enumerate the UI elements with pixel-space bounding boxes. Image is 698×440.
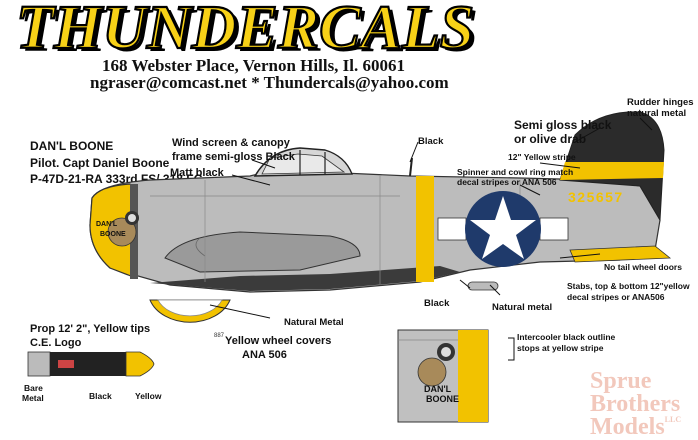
tail-serial: 325657	[568, 189, 624, 205]
belly-black	[150, 266, 460, 291]
callout-windscreen-1: Wind screen & canopy	[172, 137, 290, 149]
insignia-bar-left	[437, 217, 467, 241]
callout-semi-gloss-1: Semi gloss black	[514, 118, 612, 132]
callout-stabs-2: decal stripes or ANA506	[567, 292, 665, 302]
callout-spinner-2: decal stripes or ANA 506	[457, 177, 557, 187]
prop-bare-1: Bare	[24, 383, 43, 393]
watermark-line1: Sprue	[590, 368, 652, 394]
address-text: 168 Webster Place, Vernon Hills, Il. 600…	[102, 56, 406, 75]
fuselage-yellow-stripe	[416, 176, 434, 282]
callout-prop-1: Prop 12' 2", Yellow tips	[30, 323, 151, 335]
insignia-star	[470, 196, 536, 259]
watermark-line2: Brothers	[590, 390, 681, 417]
callout-wheel-covers-1: Yellow wheel covers	[225, 335, 332, 347]
contact-emails: ngraser@comcast.net * Thundercals@yahoo.…	[90, 73, 449, 92]
nose-art-figure	[107, 217, 137, 247]
callout-no-tail-wheel: No tail wheel doors	[604, 262, 682, 272]
subject-name: DAN'L BOONE	[30, 139, 114, 153]
callout-rudder-2: natural metal	[627, 108, 687, 119]
callout-intercooler-1: Intercooler black outline	[517, 332, 616, 342]
inset-nose-art-line2: BOONE	[426, 394, 459, 404]
callout-stabs-1: Stabs, top & bottom 12"yellow	[567, 281, 690, 291]
prop-black: Black	[89, 391, 112, 401]
prop-bare-2: Metal	[22, 393, 44, 403]
callout-black-belly: Black	[424, 298, 450, 309]
watermark: Sprue Brothers ModelsLLC	[590, 368, 682, 440]
insignia-bar-right	[539, 217, 569, 241]
wheel-text: 887	[214, 333, 225, 339]
logo-shadow: THUNDERCALS	[20, 0, 478, 58]
tail-yellow-stripe	[560, 162, 664, 180]
callout-natural-metal-right: Natural metal	[492, 302, 553, 313]
callout-spinner-1: Spinner and cowl ring match	[457, 167, 574, 177]
inset-nose-art-line1: DAN'L	[424, 384, 452, 394]
nose-art-line2: BOONE	[100, 231, 126, 238]
callout-intercooler-2: stops at yellow stripe	[517, 343, 604, 353]
nose-art-line1: DAN'L	[96, 221, 118, 228]
callout-prop-2: C.E. Logo	[30, 337, 82, 349]
callout-matt-black: Matt black	[170, 167, 224, 179]
callout-rudder-1: Rudder hinges	[627, 97, 694, 108]
watermark-models: Models	[590, 413, 665, 440]
cowl-detail-inset	[397, 329, 489, 423]
stabilizer	[569, 245, 672, 263]
callout-yellow-stripe: 12" Yellow stripe	[508, 152, 576, 162]
pilot-name: Pilot. Capt Daniel Boone	[30, 156, 170, 170]
callout-semi-gloss-2: or olive drab	[514, 132, 587, 146]
callout-windscreen-2: frame semi-gloss Black	[172, 151, 295, 163]
callout-black-top: Black	[418, 136, 444, 147]
thundercals-logo: THUNDERCALS THUNDERCALS	[15, 0, 478, 58]
wing	[164, 231, 361, 273]
logo-text: THUNDERCALS	[16, 0, 474, 58]
callout-natural-metal-left: Natural Metal	[284, 317, 344, 328]
watermark-llc: LLC	[664, 414, 682, 424]
watermark-line3: ModelsLLC	[590, 413, 682, 440]
prop-yellow: Yellow	[135, 391, 162, 401]
callout-wheel-covers-2: ANA 506	[242, 349, 287, 361]
propeller	[27, 351, 155, 377]
